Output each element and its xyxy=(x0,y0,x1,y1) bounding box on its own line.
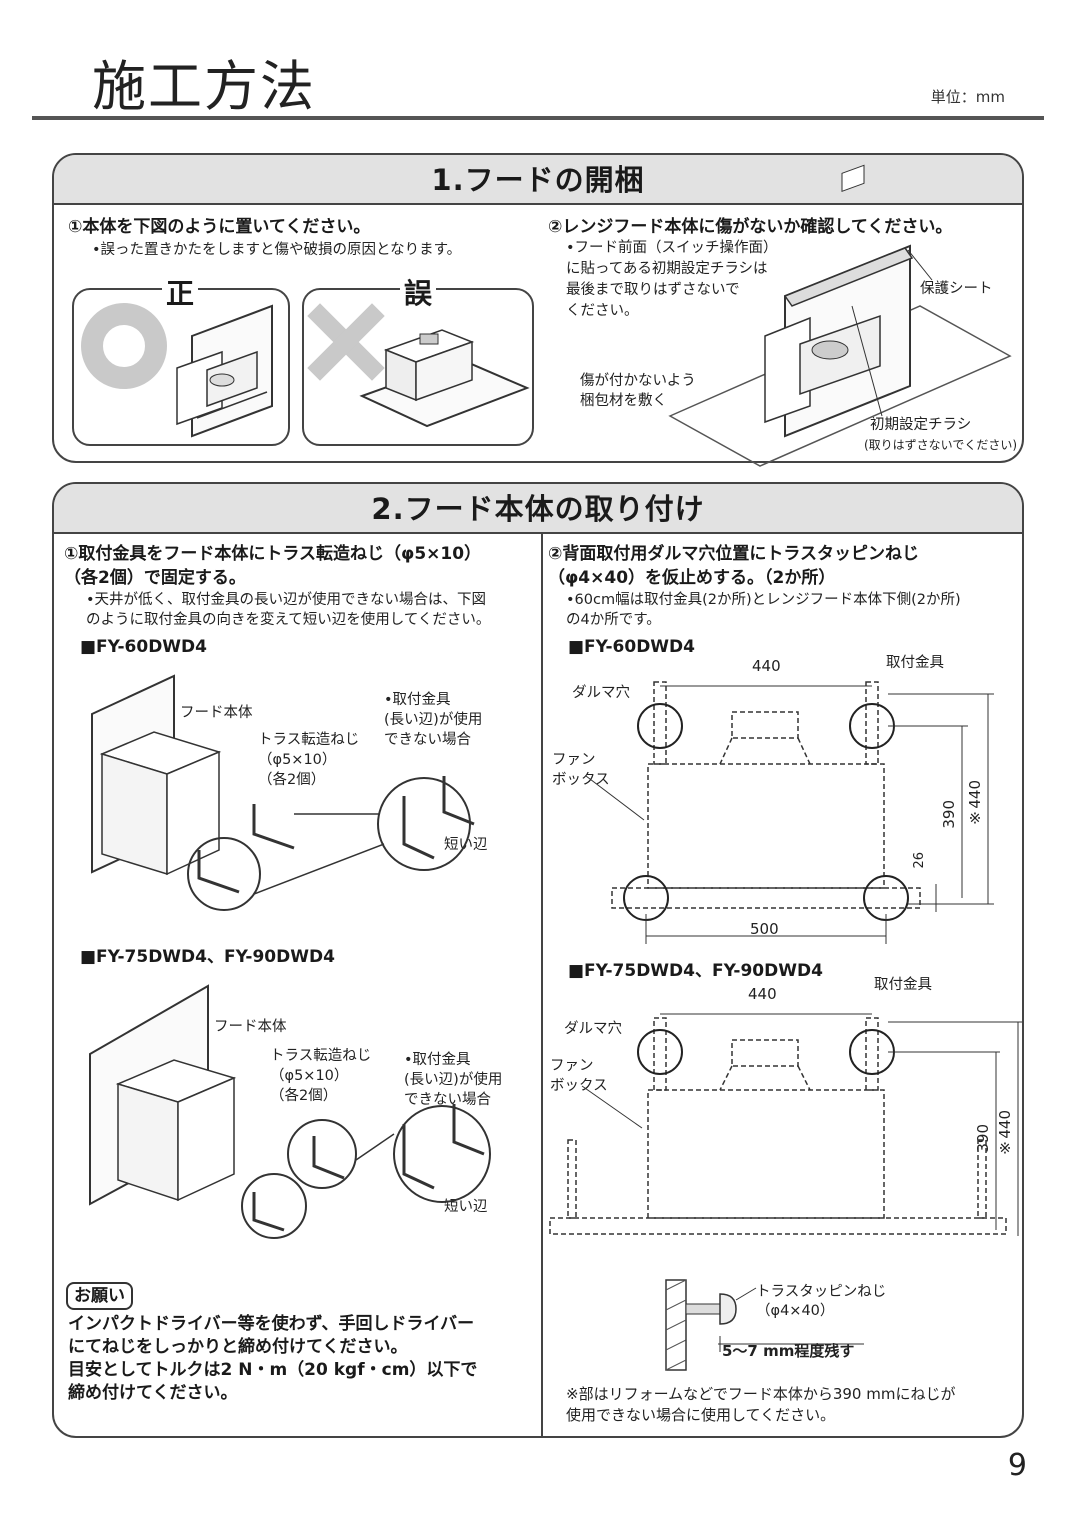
left-model-75-90: ■FY-75DWD4、FY-90DWD4 xyxy=(80,947,335,967)
wrong-label: 誤 xyxy=(400,272,437,312)
label-hood-body: フード本体 xyxy=(180,705,253,721)
page-title: 施工方法 xyxy=(92,55,316,118)
dim-440-top: 440 xyxy=(752,657,781,675)
title-rule xyxy=(32,116,1044,120)
bracket-attach-diagram-75-90 xyxy=(89,984,491,1239)
bracket-attach-diagram-60 xyxy=(91,674,475,911)
label-short-side-2: 短い辺 xyxy=(444,1199,488,1215)
label-protect-sheet: 保護シート xyxy=(920,281,993,297)
step1-note: •誤った置きかたをしますと傷や破損の原因となります。 xyxy=(92,242,462,258)
dim-440-top-2: 440 xyxy=(748,985,777,1003)
label-bracket-long-2: •取付金具 (長い辺)が使用 できない場合 xyxy=(404,1052,503,1108)
cross-ng-icon xyxy=(307,303,385,381)
label-flyer: 初期設定チラシ xyxy=(870,417,972,433)
unit-label: 単位：mm xyxy=(930,88,1005,106)
circle-ok-icon xyxy=(81,303,167,389)
wrong-card: 誤 xyxy=(302,272,534,446)
step2-note: •フード前面（スイッチ操作面） に貼ってある初期設定チラシは 最後まで取りはずさ… xyxy=(566,240,778,319)
label-leave-length: 5～7 mm程度残す xyxy=(722,1342,855,1360)
page-number: 9 xyxy=(1007,1448,1027,1483)
left-step-text: ①取付金具をフード本体にトラス転造ねじ（φ5×10） （各2個）で固定する。 xyxy=(64,544,482,588)
right-step-note: •60cm幅は取付金具(2か所)とレンジフード本体下側(2か所) の4か所です。 xyxy=(566,592,961,628)
label-flyer-note: (取りはずさないでください) xyxy=(864,438,1018,452)
label-tapping-screw: トラスタッピンねじ （φ4×40） xyxy=(756,1284,887,1319)
footnote: ※部はリフォームなどでフード本体から390 mmにねじが 使用できない場合に使用… xyxy=(566,1385,956,1424)
label-daruma-hole-2: ダルマ穴 xyxy=(564,1021,622,1037)
step1-text: ①本体を下図のように置いてください。 xyxy=(68,217,371,237)
section-title: 1.フードの開梱 xyxy=(54,155,1022,205)
section-install: 2.フード本体の取り付け xyxy=(52,482,1024,1438)
hood-check-illustration xyxy=(668,164,1012,467)
label-fan-box-2: ファン ボックス xyxy=(550,1058,608,1094)
label-fan-box: ファン ボックス xyxy=(552,752,610,788)
column-divider xyxy=(541,534,543,1436)
daruma-hole-diagram-75-90 xyxy=(549,1013,1022,1236)
label-truss-screw: トラス転造ねじ （φ5×10） （各2個） xyxy=(258,732,360,788)
right-step-text: ②背面取付用ダルマ穴位置にトラスタッピンねじ （φ4×40）を仮止めする。（2か… xyxy=(548,544,920,588)
right-model-75-90: ■FY-75DWD4、FY-90DWD4 xyxy=(568,961,823,981)
label-daruma-hole: ダルマ穴 xyxy=(572,685,630,701)
correct-placement-illustration xyxy=(81,303,273,438)
dim-500: 500 xyxy=(750,920,779,938)
section-title: 2.フード本体の取り付け xyxy=(54,484,1022,534)
label-pad: 傷が付かないよう 梱包材を敷く xyxy=(580,373,696,409)
label-bracket-long: •取付金具 (長い辺)が使用 できない場合 xyxy=(384,692,483,748)
wrong-placement-illustration xyxy=(307,303,530,428)
correct-label: 正 xyxy=(162,272,199,312)
step2-text: ②レンジフード本体に傷がないか確認してください。 xyxy=(548,217,953,237)
screw-head-icon xyxy=(719,1293,737,1325)
onegai-text: インパクトドライバー等を使わず、手回しドライバー にてねじをしっかりと締め付けて… xyxy=(68,1314,478,1403)
label-bracket-right: 取付金具 xyxy=(886,655,944,671)
right-model-60: ■FY-60DWD4 xyxy=(568,637,696,657)
left-step-note: •天井が低く、取付金具の長い辺が使用できない場合は、下図 のように取付金具の向き… xyxy=(86,592,491,628)
label-bracket-right-2: 取付金具 xyxy=(874,977,932,993)
label-truss-screw-2: トラス転造ねじ （φ5×10） （各2個） xyxy=(270,1048,372,1104)
daruma-hole-diagram-60 xyxy=(585,681,994,944)
left-model-60: ■FY-60DWD4 xyxy=(80,637,208,657)
onegai-tag: お願い xyxy=(66,1282,133,1310)
label-hood-body-2: フード本体 xyxy=(214,1019,287,1035)
screw-detail-diagram xyxy=(665,1279,864,1371)
